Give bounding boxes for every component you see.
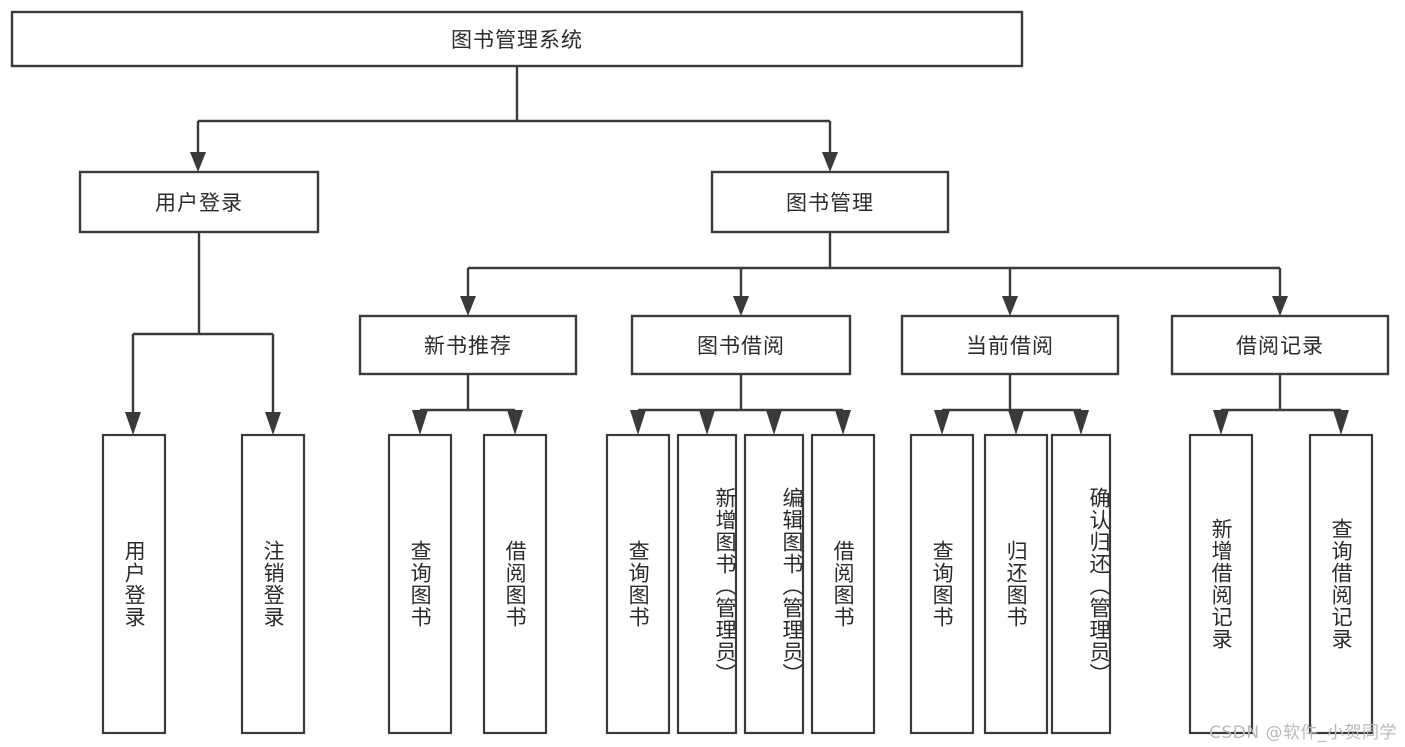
arrow-head-leaf-borrow-book-2 [835, 410, 851, 435]
arrow-head-current-borrow [1002, 296, 1018, 316]
node-box-new-book-recommend[interactable] [358, 314, 578, 376]
arrow-head-leaf-borrow-book-1 [507, 410, 523, 435]
arrow-head-leaf-add-record [1213, 410, 1229, 435]
node-box-current-borrow[interactable] [900, 314, 1120, 376]
arrow-head-leaf-return-book [1008, 410, 1024, 435]
node-box-leaf-query-book-3[interactable] [909, 433, 975, 735]
node-box-leaf-query-book-2[interactable] [605, 433, 671, 735]
node-box-leaf-user-login[interactable] [101, 433, 167, 735]
node-box-leaf-query-record[interactable] [1308, 433, 1374, 735]
arrow-head-leaf-edit-book [766, 410, 782, 435]
arrow-head-leaf-query-record [1333, 410, 1349, 435]
node-box-leaf-user-logout[interactable] [240, 433, 306, 735]
arrow-head-leaf-add-book [699, 410, 715, 435]
node-box-leaf-return-book[interactable] [983, 433, 1049, 735]
node-box-layer [10, 10, 1390, 735]
node-box-borrow-record[interactable] [1170, 314, 1390, 376]
arrow-head-leaf-user-login [125, 412, 141, 435]
node-box-book-borrow[interactable] [630, 314, 852, 376]
arrow-head-leaf-confirm-return [1073, 410, 1089, 435]
arrow-head-book-management [822, 152, 838, 172]
node-box-leaf-add-book[interactable] [676, 433, 738, 735]
node-box-leaf-confirm-return[interactable] [1050, 433, 1112, 735]
node-box-leaf-query-book-1[interactable] [387, 433, 453, 735]
node-box-user-login[interactable] [78, 170, 320, 234]
arrow-head-book-borrow [733, 296, 749, 316]
node-box-book-management[interactable] [710, 170, 950, 234]
node-box-leaf-add-record[interactable] [1188, 433, 1254, 735]
node-box-root[interactable] [10, 10, 1024, 68]
node-box-leaf-edit-book[interactable] [743, 433, 805, 735]
arrow-head-leaf-query-book-1 [412, 410, 428, 435]
arrow-head-leaf-query-book-2 [630, 410, 646, 435]
arrow-head-user-login [190, 152, 206, 172]
node-box-leaf-borrow-book-1[interactable] [482, 433, 548, 735]
arrow-head-leaf-user-logout [265, 412, 281, 435]
arrow-head-leaf-query-book-3 [934, 410, 950, 435]
connector-layer [125, 66, 1349, 435]
node-box-leaf-borrow-book-2[interactable] [810, 433, 876, 735]
arrow-head-new-book-recommend [460, 296, 476, 316]
arrow-head-borrow-record [1272, 296, 1288, 316]
